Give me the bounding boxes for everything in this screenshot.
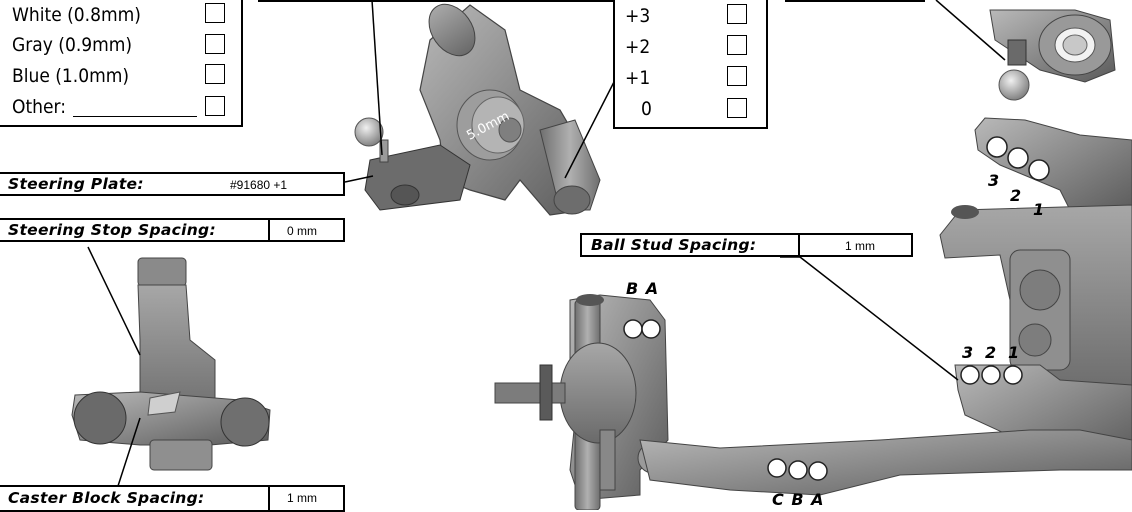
steering-plate-label: Steering Plate: — [8, 175, 144, 193]
spacer-table: +3 +2 +1 0 — [613, 0, 768, 129]
ball-stud-bar — [580, 233, 913, 257]
bulkhead-hole-3: 3 — [962, 343, 974, 362]
knuckle-part — [494, 294, 669, 510]
top-mid-rule — [258, 0, 613, 2]
other-write-in-line[interactable] — [73, 116, 197, 117]
caster-hole-labels: B A — [626, 279, 660, 298]
tower-hole-2: 2 — [1010, 186, 1022, 205]
steering-stop-label: Steering Stop Spacing: — [8, 221, 216, 239]
top-right-rule — [785, 0, 925, 2]
steering-stop-divider — [268, 218, 270, 242]
diff-fluid-table: White (0.8mm) Gray (0.9mm) Blue (1.0mm) … — [0, 0, 243, 127]
caster-block-divider — [268, 485, 270, 512]
spacer-row-label: 0 — [641, 98, 652, 120]
spacer-checkbox-plus3[interactable] — [727, 4, 747, 24]
caster-block-value[interactable]: 1 mm — [287, 491, 317, 505]
fluid-checkbox-blue[interactable] — [205, 64, 225, 84]
fluid-row-label: Blue (1.0mm) — [12, 65, 130, 87]
spacer-row-label: +3 — [625, 5, 651, 27]
bulkhead-hole-2: 2 — [985, 343, 997, 362]
caster-block-label: Caster Block Spacing: — [8, 489, 205, 507]
steering-plate-bar — [0, 172, 345, 196]
spacer-checkbox-plus2[interactable] — [727, 35, 747, 55]
spacer-row-label: +1 — [625, 67, 651, 89]
fluid-checkbox-gray[interactable] — [205, 34, 225, 54]
spacer-checkbox-plus1[interactable] — [727, 66, 747, 86]
arm-hole-labels: C B A — [772, 490, 825, 509]
tower-hole-3: 3 — [988, 171, 1000, 190]
fluid-checkbox-white[interactable] — [205, 3, 225, 23]
bulkhead-hole-1: 1 — [1008, 343, 1020, 362]
caster-block-part — [71, 257, 271, 471]
tower-hole-1: 1 — [1033, 200, 1045, 219]
fluid-checkbox-other[interactable] — [205, 96, 225, 116]
ball-stud-divider — [798, 233, 800, 257]
spacer-row-label: +2 — [625, 36, 651, 58]
spacer-checkbox-zero[interactable] — [727, 98, 747, 118]
steering-plate-value[interactable]: #91680 +1 — [230, 178, 288, 192]
shock-tower-part — [939, 117, 1132, 461]
ball-link-part — [989, 9, 1116, 101]
fluid-row-label: Other: — [12, 96, 66, 118]
lower-arm-part — [639, 429, 1132, 496]
leader-lines — [87, 0, 1006, 487]
steering-hub-part: 5.0mm — [354, 3, 601, 216]
steering-stop-value[interactable]: 0 mm — [287, 224, 317, 238]
steering-stop-bar — [0, 218, 345, 242]
ball-stud-value[interactable]: 1 mm — [845, 239, 875, 253]
fluid-row-label: Gray (0.9mm) — [12, 34, 133, 56]
ball-stud-label: Ball Stud Spacing: — [591, 236, 757, 254]
fluid-row-label: White (0.8mm) — [12, 4, 141, 26]
